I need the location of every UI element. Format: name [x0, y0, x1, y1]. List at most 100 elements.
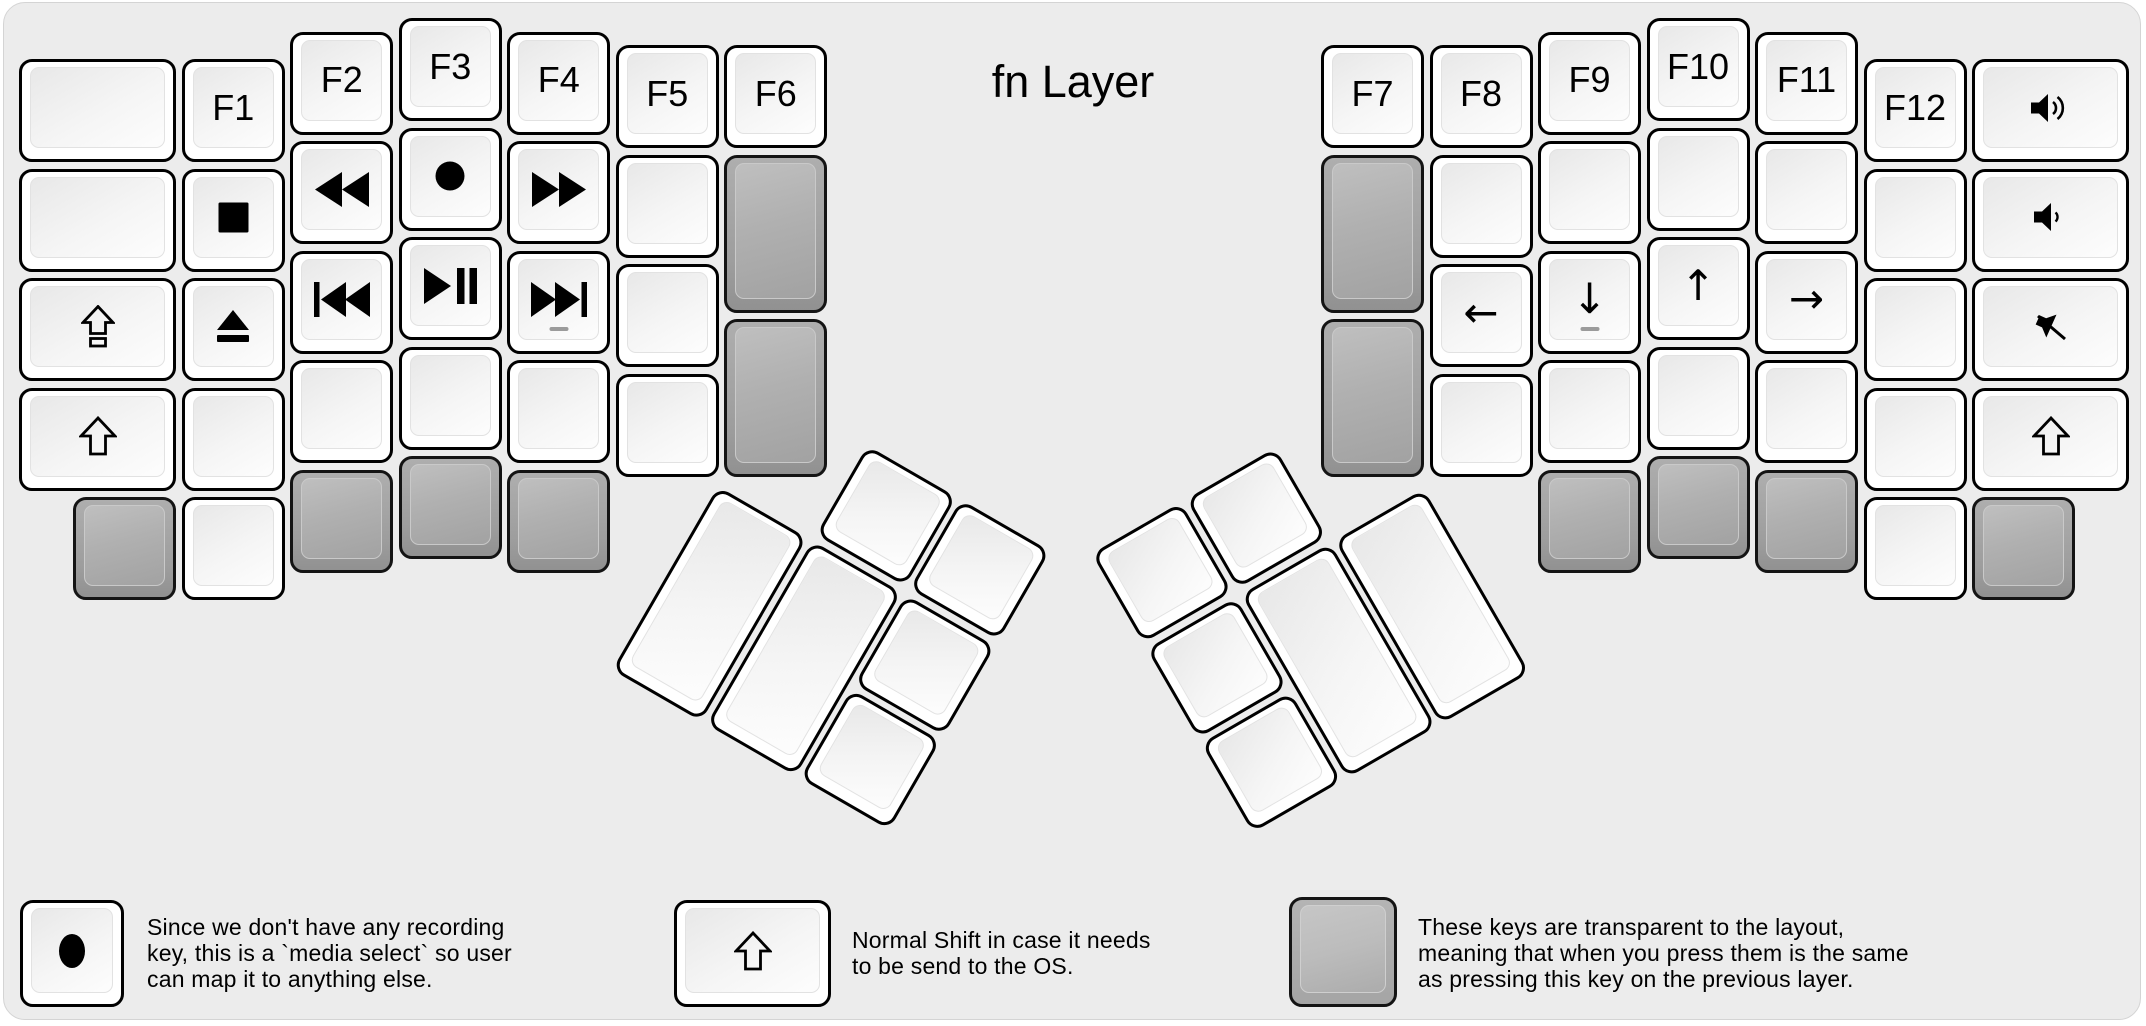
key-blank [1863, 497, 1967, 601]
keycap [31, 908, 113, 993]
arrow-down-icon: ↓ [1571, 274, 1608, 324]
keycap [301, 149, 383, 231]
key-rewind [290, 141, 394, 245]
shift-icon [2031, 416, 2070, 456]
play-pause-icon [423, 267, 478, 305]
key-blank [615, 264, 719, 368]
keycap [1766, 477, 1847, 559]
keycap [192, 286, 274, 368]
keycap [626, 381, 708, 463]
keycap [626, 162, 708, 244]
key-blank [1646, 127, 1750, 231]
fast-forward-icon [531, 171, 587, 208]
key-f5: F5 [615, 45, 719, 149]
key-blank [615, 154, 719, 258]
keycap [409, 245, 491, 326]
key-transparent [507, 469, 611, 573]
keycap [1332, 162, 1413, 299]
caps-lock-icon [80, 305, 115, 348]
keycap [1300, 905, 1386, 993]
key-legend-text: F12 [1883, 86, 1947, 128]
key-shift [674, 900, 831, 1007]
keycap [1983, 67, 2119, 149]
key-blank [19, 168, 177, 272]
keycap [1874, 395, 1956, 477]
keycap [192, 176, 274, 258]
key-blank [1538, 360, 1641, 464]
key-eject [181, 278, 285, 382]
key-transparent [724, 154, 828, 313]
keycap [301, 368, 383, 450]
key-f3: F3 [398, 18, 502, 121]
key-legend-text: F4 [537, 59, 580, 101]
stop-icon [218, 202, 249, 233]
key-blank [1429, 154, 1533, 258]
key-fast-forward [507, 141, 611, 245]
keycap [1440, 162, 1522, 244]
homing-bar [549, 326, 569, 331]
key-f11: F11 [1755, 31, 1858, 135]
record-dot-icon [58, 933, 86, 969]
key-blank [615, 373, 719, 477]
keycap: F5 [626, 53, 708, 135]
key-transparent [1289, 897, 1397, 1007]
keycap: F10 [1657, 26, 1739, 107]
eject-icon [216, 310, 250, 343]
layer-title: fn Layer [991, 56, 1155, 107]
arrow-left-icon: ← [1463, 287, 1499, 337]
shift-icon [733, 930, 772, 971]
keycap: F4 [518, 39, 600, 121]
key-blank [181, 387, 285, 491]
key-legend-text: F6 [754, 72, 797, 114]
keycap [301, 477, 383, 559]
keycap [518, 258, 600, 340]
key-blank [181, 497, 285, 601]
keycap [84, 505, 166, 587]
next-track-icon [530, 281, 588, 318]
key-blank [1863, 168, 1967, 272]
homing-bar [1580, 326, 1599, 331]
keycap: F6 [735, 53, 817, 135]
key-play-pause [398, 237, 502, 340]
keycap [816, 701, 928, 813]
key-transparent [1321, 319, 1424, 477]
keycap [518, 477, 600, 559]
keycap [735, 327, 817, 463]
keycap: F9 [1549, 39, 1630, 121]
keycap [735, 162, 817, 299]
keycap: F7 [1332, 53, 1413, 135]
keycap [1657, 464, 1739, 545]
key-blank [1755, 360, 1858, 464]
keycap [1874, 505, 1956, 587]
key-volume-down [1972, 168, 2130, 272]
key-blank [398, 346, 502, 450]
keycap: F2 [301, 39, 383, 121]
key-transparent [1755, 469, 1858, 573]
keycap [871, 606, 982, 718]
keycap [409, 135, 491, 217]
key-shift [19, 387, 177, 491]
key-f7: F7 [1321, 45, 1424, 149]
key-transparent [1646, 456, 1750, 559]
key-record [398, 127, 502, 231]
key-volume-up [1972, 59, 2130, 163]
key-arrow-up: ↑ [1646, 237, 1750, 340]
key-f6: F6 [724, 45, 828, 149]
key-legend-text: F1 [212, 86, 255, 128]
keycap [192, 505, 274, 587]
volume-down-icon [2033, 200, 2069, 234]
key-transparent [290, 469, 394, 573]
key-transparent [1538, 469, 1641, 573]
key-transparent [1321, 154, 1424, 313]
key-blank [1538, 141, 1641, 245]
key-legend-text: F10 [1666, 45, 1730, 87]
key-blank [1646, 346, 1750, 450]
key-shift [1972, 387, 2130, 491]
key-arrow-right: → [1755, 250, 1858, 354]
key-prev-track [290, 250, 394, 354]
key-legend-text: F8 [1459, 72, 1502, 114]
key-blank [1863, 387, 1967, 491]
keycap [1549, 149, 1630, 231]
keycap [1766, 149, 1847, 231]
